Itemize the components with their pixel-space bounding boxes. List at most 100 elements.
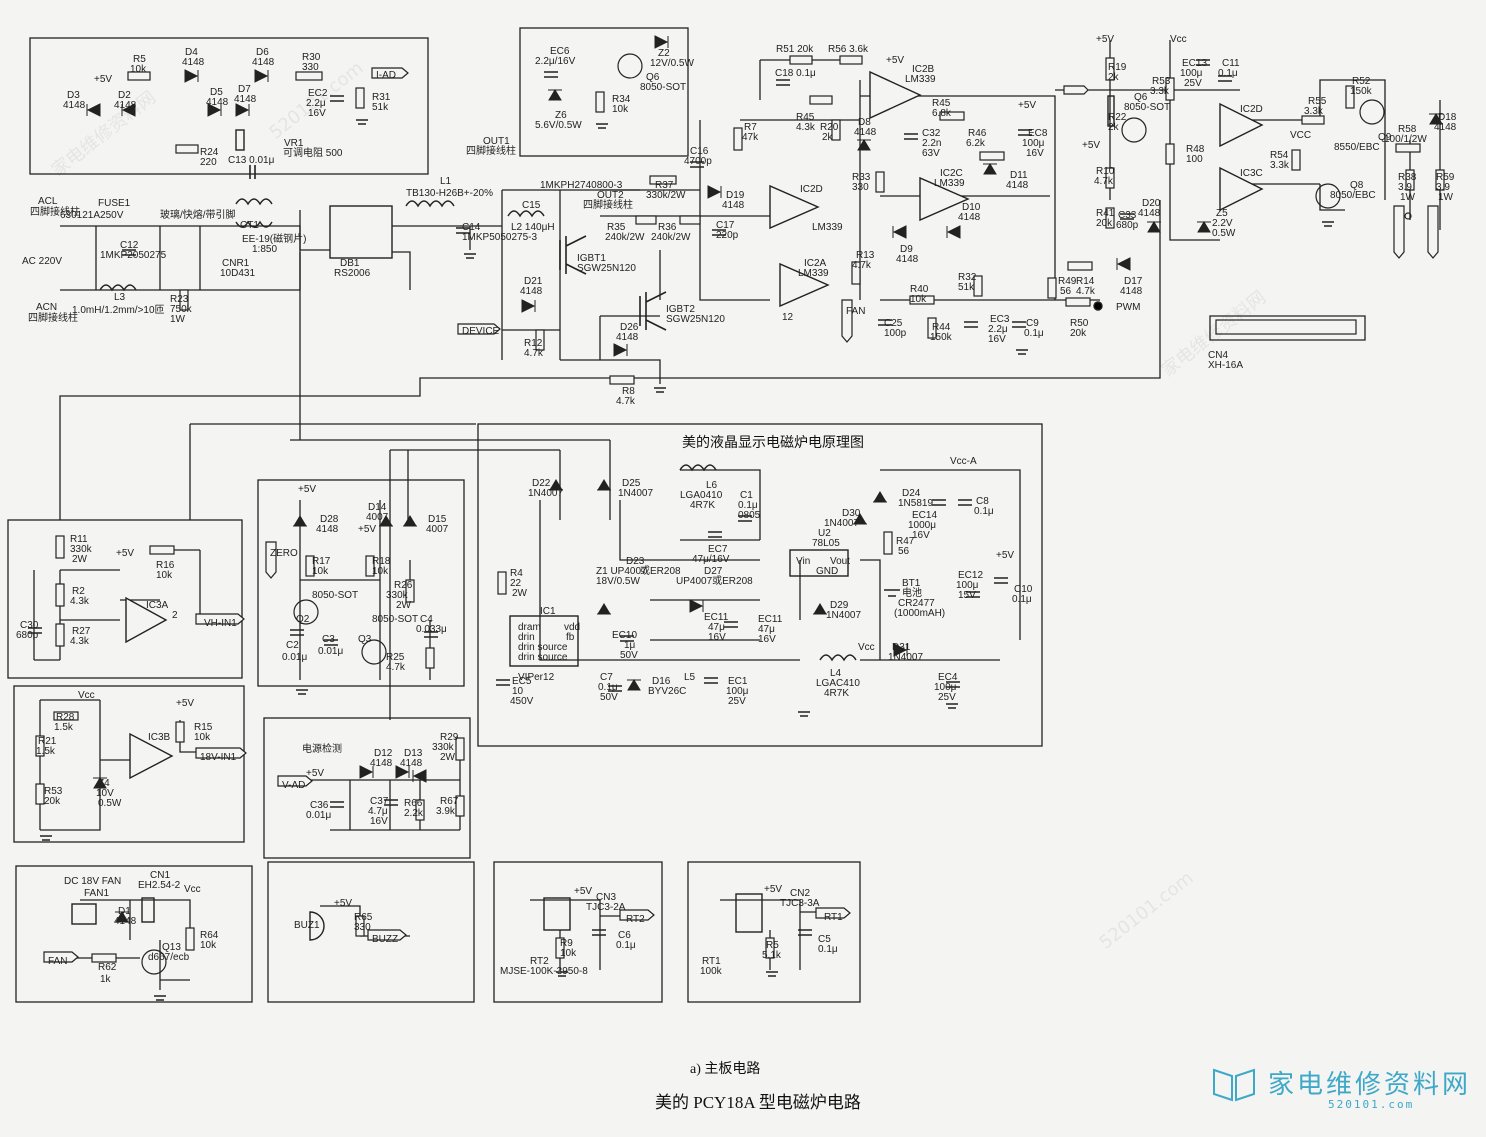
component-label: EC3 [990,314,1010,325]
component-label: Vcc [858,642,875,653]
component-label: d667/ecb [148,952,190,963]
component-label: 47μ [708,622,725,633]
component-label: R67 [440,796,459,807]
component-label: C37 [370,796,389,807]
rt1-box [687,861,861,1003]
component-label: R13 [856,250,875,261]
component-label: VH-IN1 [204,618,237,629]
buz1-buzzer [309,911,325,941]
component-label: D8 [858,117,871,128]
component-label: R34 [612,94,631,105]
component-label: 20k [44,796,61,807]
component-label: D30 [842,508,861,519]
component-label: C17 [716,220,735,231]
component-label: CN3 [596,892,617,903]
component-label: 4148 [1138,208,1161,219]
component-label: +5V [176,698,195,709]
component-label: 或ER208 [640,566,681,577]
component-label: 8050-SOT [372,614,419,625]
component-label: R16 [156,560,175,571]
component-label: 10 [512,686,524,697]
ic2b-opamp [869,70,922,120]
component-label: C25 [884,318,903,329]
component-label: C7 [600,672,613,683]
component-label: D19 [726,190,745,201]
component-label: R45 [796,112,815,123]
component-label: 330 [852,182,869,193]
component-label: D2 [118,90,131,101]
component-label: Q2 [296,614,310,625]
component-label: 12V/0.5W [650,58,694,69]
component-label: R66 [404,798,423,809]
component-label: +5V [334,898,353,909]
component-label: FUSE1 [98,198,131,209]
component-label: 50V [600,692,618,703]
component-label: D18 [1438,112,1457,123]
component-label: D7 [238,84,251,95]
component-label: D16 [652,676,671,687]
component-label: 150k [930,332,952,343]
component-label: DEVICE [462,326,500,337]
cn2-connector [735,893,763,933]
component-label: 2.2n [922,138,942,149]
component-label: L5 [684,672,696,683]
component-label: 5.6V/0.5W [535,120,582,131]
component-label: 78L05 [812,538,840,549]
component-label: 0.1μ [1218,68,1238,79]
component-label: 16V [988,334,1006,345]
component-label: 220p [716,230,739,241]
component-label: D26 [620,322,639,333]
component-label: 1N4007 [618,488,654,499]
component-label: R5 [766,940,779,951]
component-label: Z4 [98,778,110,789]
buzzer-box [267,861,475,1003]
component-label: EC13 [1182,58,1208,69]
component-label: 10k [194,732,211,743]
component-label: IC2A [804,258,827,269]
component-label: 1.5k [36,746,55,757]
component-label: drin [518,632,535,643]
component-label: 1N4007 [826,610,862,621]
component-label: R50 [1070,318,1089,329]
component-label: 4007 [366,512,389,523]
component-label: D10 [962,202,981,213]
component-label: Z1 UP4007 [596,566,647,577]
caption-main: 美的 PCY18A 型电磁炉电路 [655,1093,861,1112]
component-label: 1.0mH/1.2mm/>10匝 [72,305,165,316]
component-label: D23 [626,556,645,567]
component-label: LGA0410 [680,490,723,501]
component-label: +5V [886,55,905,66]
l6-inductor [679,464,717,472]
component-label: CN2 [790,888,811,899]
component-label: 8050/EBC [1330,190,1376,201]
component-label: 100μ [934,682,957,693]
component-label: +5V [1018,100,1037,111]
site-logo: 家电维修资料网 520101.com [1208,1058,1486,1124]
component-label: (1000mAH) [894,608,946,619]
component-label: TJC3-2A [586,902,626,913]
component-label: 0.1μ [1024,328,1044,339]
component-label: 电池 [902,588,922,599]
component-label: R24 [200,147,219,158]
component-label: 4148 [958,212,981,223]
component-label: C11 [1222,58,1240,69]
component-label: 4148 [520,286,543,297]
component-label: 1N4007 [824,518,860,529]
component-label: 四脚接线柱 [583,200,633,211]
component-label: EC10 [612,630,638,641]
component-label: 10k [560,948,577,959]
component-label: 10k [612,104,629,115]
component-label: 4148 [206,97,229,108]
component-label: RT2 [626,914,645,925]
component-label: 330k [70,544,92,555]
component-label: 4148 [1434,122,1457,133]
component-label: R8 [622,386,635,397]
component-label: EC6 [550,46,570,57]
component-label: D28 [320,514,339,525]
component-label: 2W [396,600,411,611]
component-label: Vcc-A [950,456,977,467]
component-label: BYV26C [648,686,687,697]
component-label: 150k [1350,86,1372,97]
component-label: 6.2k [966,138,985,149]
component-label: EH2.54-2 [138,880,181,891]
